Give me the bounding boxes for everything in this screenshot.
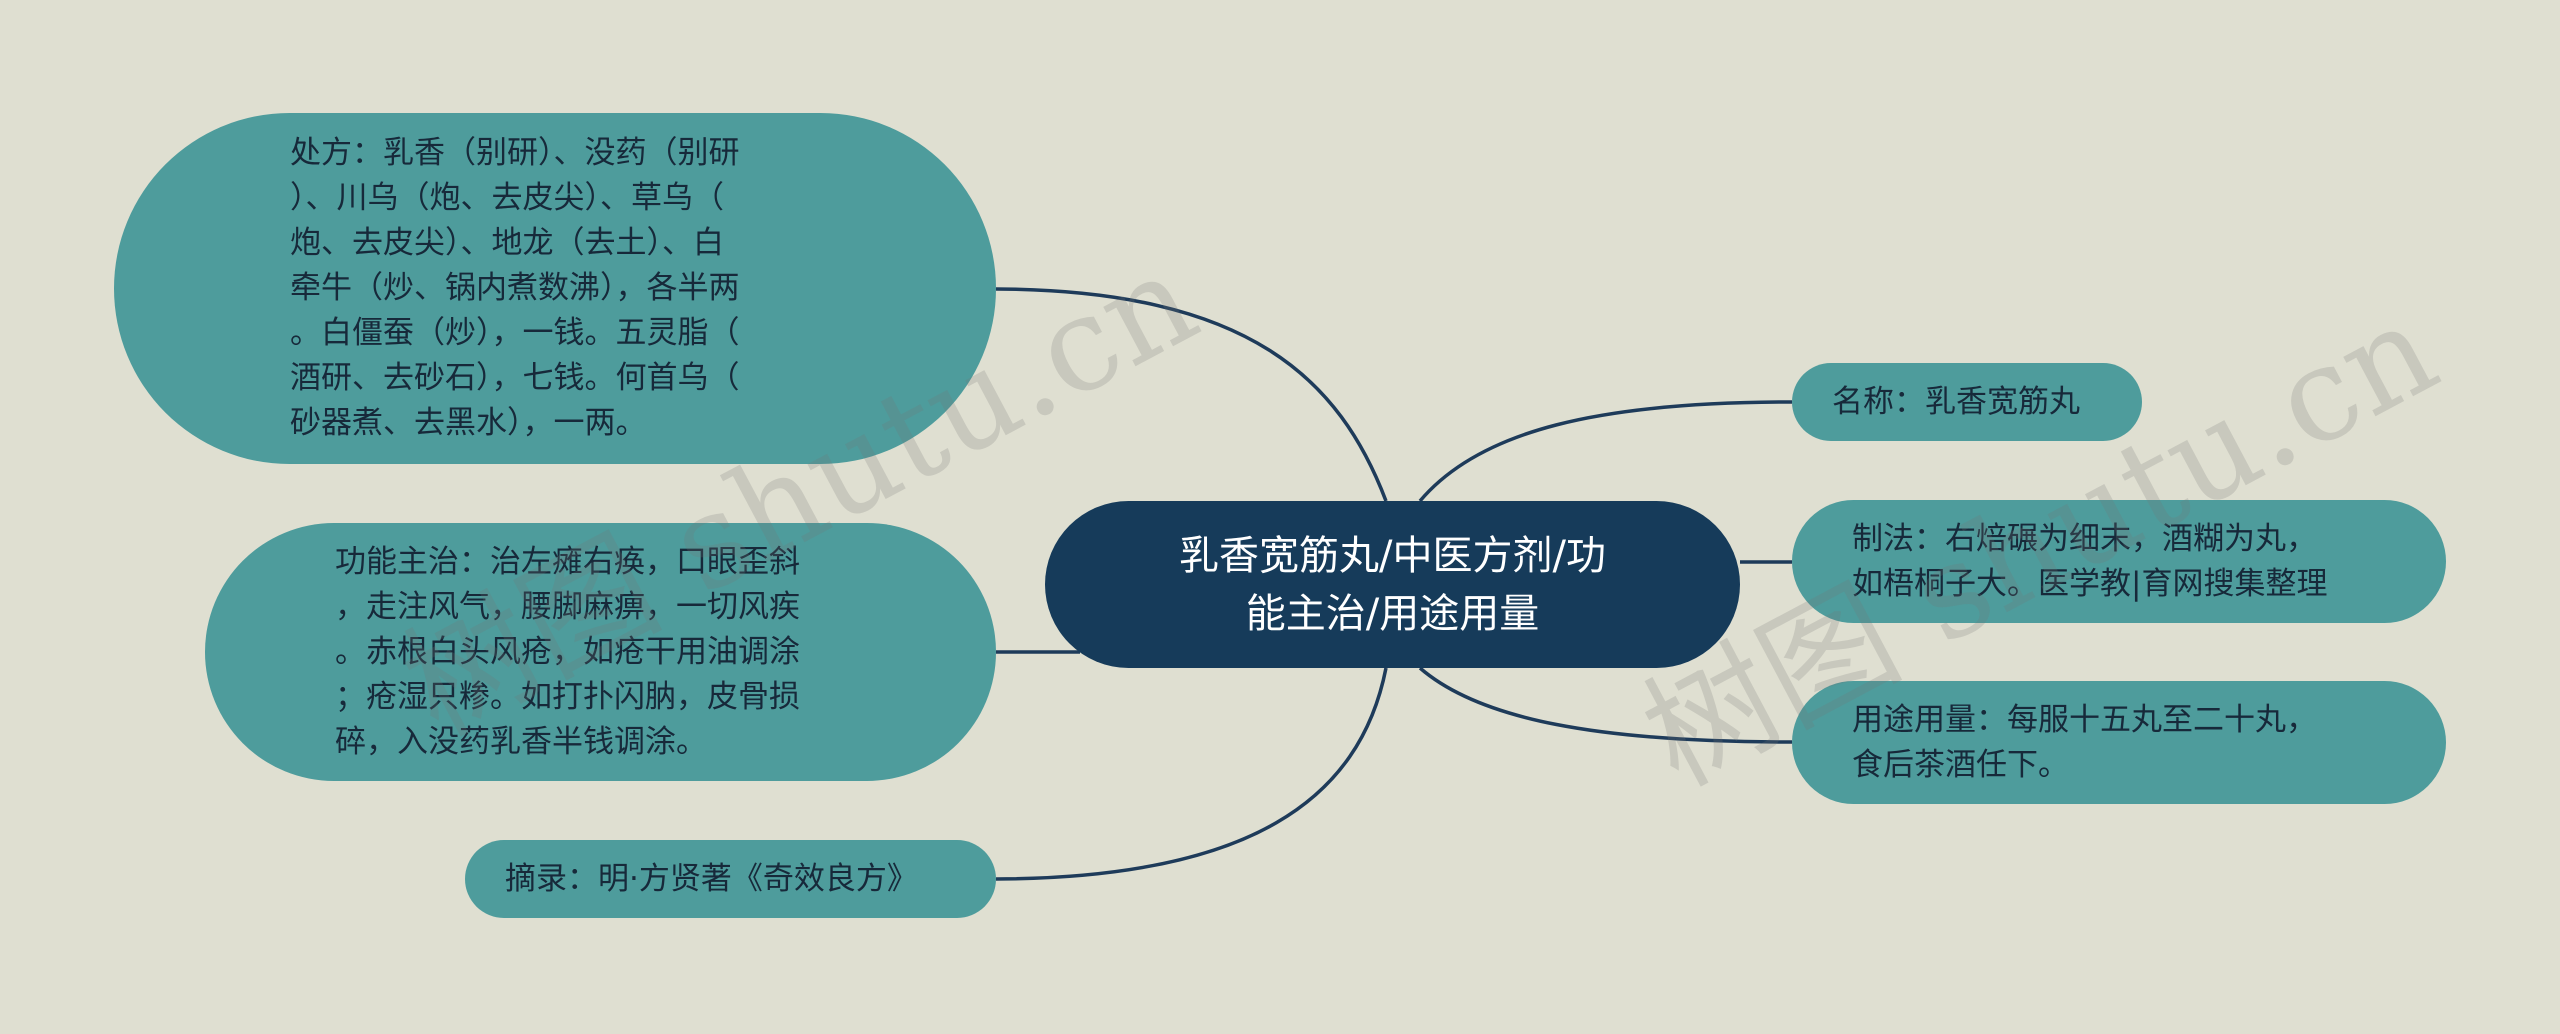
name-node[interactable]: 名称：乳香宽筋丸 — [1792, 363, 2142, 441]
source-node[interactable]: 摘录：明·方贤著《奇效良方》 — [465, 840, 996, 918]
edge-formula — [995, 287, 1388, 502]
edge-name — [1418, 400, 1793, 503]
source-node-text: 摘录：明·方贤著《奇效良方》 — [505, 860, 918, 897]
root-node[interactable]: 乳香宽筋丸/中医方剂/功 能主治/用途用量 — [1045, 501, 1740, 668]
method-node[interactable]: 制法：右焙碾为细末，酒糊为丸， 如梧桐子大。医学教|育网搜集整理 — [1792, 500, 2446, 623]
function-node[interactable]: 功能主治：治左瘫右痪，口眼歪斜 ，走注风气，腰脚麻痹，一切风疾 。赤根白头风疮，… — [205, 523, 996, 781]
formula-node[interactable]: 处方：乳香（别研）、没药（别研 ）、川乌（炮、去皮尖）、草乌（ 炮、去皮尖）、地… — [114, 113, 996, 464]
usage-node[interactable]: 用途用量：每服十五丸至二十丸， 食后茶酒任下。 — [1792, 681, 2446, 804]
usage-node-text: 用途用量：每服十五丸至二十丸， 食后茶酒任下。 — [1852, 701, 2317, 783]
name-node-text: 名称：乳香宽筋丸 — [1832, 383, 2080, 420]
root-node-label: 乳香宽筋丸/中医方剂/功 能主治/用途用量 — [1179, 532, 1606, 637]
formula-node-text: 处方：乳香（别研）、没药（别研 ）、川乌（炮、去皮尖）、草乌（ 炮、去皮尖）、地… — [290, 135, 740, 441]
method-node-text: 制法：右焙碾为细末，酒糊为丸， 如梧桐子大。医学教|育网搜集整理 — [1852, 520, 2328, 602]
function-node-text: 功能主治：治左瘫右痪，口眼歪斜 ，走注风气，腰脚麻痹，一切风疾 。赤根白头风疮，… — [335, 543, 800, 760]
edge-source — [995, 667, 1388, 881]
edge-usage — [1418, 666, 1793, 744]
